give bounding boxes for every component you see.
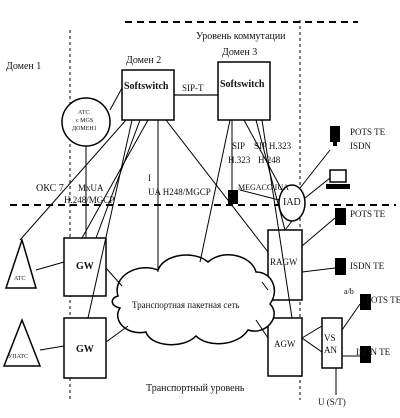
i-label: I [148,173,151,183]
gw-top-label: GW [76,261,94,272]
softswitch-domain3 [217,61,271,121]
sip-t-label: SIP-T [182,83,204,93]
mxua-label: MxUA [78,183,104,193]
vs-an-box [321,317,343,369]
cloud-label: Транспортная пакетная сеть [132,300,240,310]
agw-label: AGW [274,339,296,349]
iad-label: IAD [283,197,301,208]
phone-icon [360,346,371,363]
phone-icon [330,126,340,146]
computer-icon [326,169,350,189]
upats-label: УПАТС [8,354,29,360]
gw-bottom-box [63,317,107,379]
phone-icon [335,258,346,275]
transport-level-label: Транспортный уровень [146,383,245,394]
h323-label-a: H.323 [228,155,251,165]
u-st-label: U (S/T) [318,397,346,407]
ats-mgs-label-1: АТС [78,110,90,116]
isdn-label-1: ISDN [350,141,372,151]
pots-te-label-1: POTS TE [350,127,386,137]
okc7-label: ОКС 7 [36,183,64,194]
domain1-label: Домен 1 [6,61,42,72]
sip-label-a: SIP [232,141,246,151]
agw-box [267,317,303,377]
phone-icon [335,208,346,225]
softswitch-domain2 [121,69,175,121]
ats-triangle [4,237,37,289]
ats-mgs-label-3: ДОМЕН1 [72,126,97,132]
transport-cloud [111,254,276,346]
switching-level-label: Уровень коммутации [196,31,286,42]
sip-h323-label-b: SIP H.323 [254,141,292,151]
vs-label: VS [324,333,336,343]
domain2-label: Домен 2 [126,55,162,66]
megaco-label: MEGACO IUA [238,183,289,192]
isdn-te-label-rag: ISDN TE [350,261,385,271]
phone-icon [228,190,238,204]
pots-te-label-vs: POTS TE [366,295,400,305]
ab-label: a/b [344,287,354,296]
isdn-te-label-vs: ISDN TE [356,347,391,357]
vs-an-arrow [301,325,323,353]
h248-mgcp-label: H.248/MGCP [64,195,115,205]
line-ats-soft2 [109,87,123,111]
an-label: AN [324,345,337,355]
softswitch2-label: Softswitch [124,81,169,92]
domain3-label: Домен 3 [222,47,258,58]
h248-label-b: H 248 [258,155,281,165]
ua-h248-label: UA H248/MGCP [148,187,211,197]
ats-label: АТС [14,276,26,282]
softswitch3-label: Softswitch [220,79,265,90]
upats-triangle [2,317,42,367]
phone-icon [360,294,371,310]
gw-bottom-label: GW [76,344,94,355]
pots-te-label-rag: POTS TE [350,209,386,219]
ats-mgs-label-2: с MGS [76,118,94,124]
ragw-label: RAGW [270,257,298,267]
